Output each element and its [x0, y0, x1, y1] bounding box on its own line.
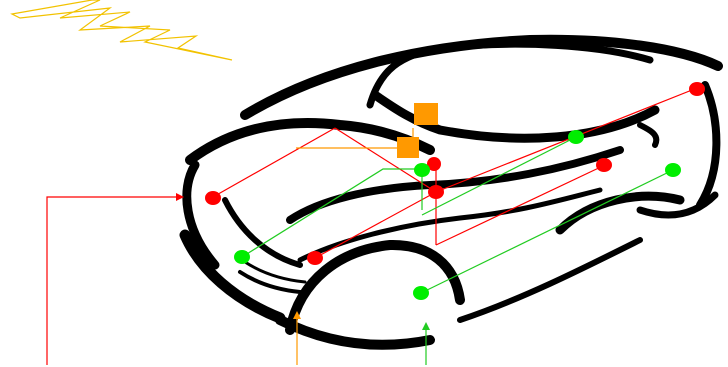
orange-node-box: [414, 103, 438, 125]
green-link: [241, 168, 422, 258]
car-front-grille-stroke: [222, 197, 303, 268]
green-node: [414, 163, 430, 177]
orange-lines: [293, 128, 414, 365]
red-pointer-line: [46, 196, 180, 365]
car-front-lower-stroke: [179, 229, 286, 324]
red-link: [435, 87, 698, 193]
car-front-fender-stroke: [182, 160, 220, 270]
green-network-lines: [241, 136, 674, 365]
car-mirror-stroke: [637, 122, 660, 148]
red-link: [334, 127, 437, 193]
car-roof-stroke: [240, 34, 723, 120]
red-link: [212, 127, 336, 198]
car-rear-lower-stroke: [636, 191, 719, 219]
red-node: [307, 251, 323, 265]
green-node: [568, 130, 584, 144]
car-side-sweep-stroke: [286, 146, 624, 224]
car-windshield-stroke: [370, 90, 660, 143]
car-wheel-arch-stroke: [285, 239, 465, 335]
green-link: [421, 136, 577, 216]
car-lower-rear-stroke: [457, 237, 643, 323]
car-rear-arch-stroke: [555, 191, 685, 235]
green-node: [234, 250, 250, 264]
lightning-bolt-icon: [10, 0, 233, 61]
car-rear-end-stroke: [696, 81, 721, 209]
green-nodes: [234, 130, 681, 300]
car-bumper-stroke-2: [243, 260, 307, 284]
car-rear-window-stroke: [366, 40, 654, 109]
car-lower-body-stroke: [275, 315, 435, 350]
orange-pointer-arrowhead: [293, 311, 301, 319]
car-outline-icon: [179, 34, 723, 350]
red-link: [435, 164, 606, 246]
red-nodes: [205, 82, 705, 265]
green-node: [413, 286, 429, 300]
red-network-lines: [46, 87, 698, 365]
red-node: [689, 82, 705, 96]
green-node: [665, 163, 681, 177]
red-node: [428, 185, 444, 199]
red-node: [205, 191, 221, 205]
red-link: [314, 191, 437, 259]
green-pointer-arrowhead: [422, 322, 430, 330]
green-link: [420, 169, 674, 294]
red-node: [596, 158, 612, 172]
red-node: [427, 157, 441, 171]
car-bumper-stroke: [238, 270, 302, 294]
orange-node-box: [397, 137, 419, 158]
red-pointer-arrowhead: [176, 193, 184, 201]
